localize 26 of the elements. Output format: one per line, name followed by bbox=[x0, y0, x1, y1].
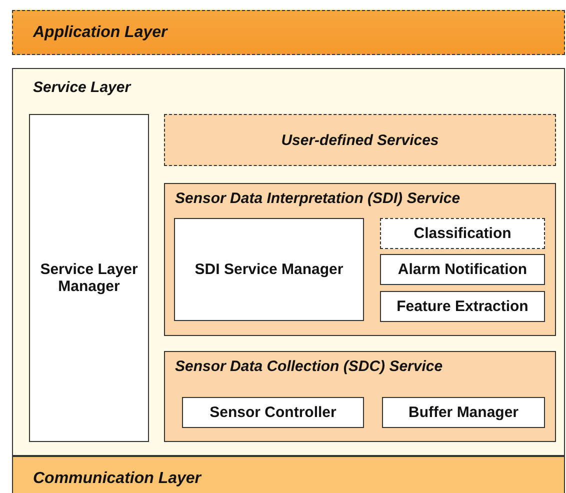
panel-title: Sensor Data Interpretation (SDI) Service bbox=[175, 190, 460, 207]
component-box bbox=[380, 291, 545, 322]
box-label: SDI Service Manager bbox=[194, 261, 344, 278]
component-box bbox=[182, 397, 364, 428]
panel-title: Communication Layer bbox=[33, 470, 202, 488]
panel-title: Application Layer bbox=[33, 24, 168, 42]
service-panel bbox=[164, 183, 556, 336]
layer-panel bbox=[12, 68, 565, 456]
panel-title: Service Layer bbox=[33, 79, 131, 96]
layer-band bbox=[12, 456, 565, 493]
panel-title: Sensor Data Collection (SDC) Service bbox=[175, 358, 443, 375]
component-box bbox=[29, 114, 149, 442]
service-panel bbox=[164, 351, 556, 442]
box-label: Alarm Notification bbox=[398, 261, 528, 278]
box-label: Sensor Controller bbox=[210, 404, 336, 421]
box-label: User-defined Services bbox=[281, 132, 439, 148]
box-label: Service Layer Manager bbox=[39, 261, 139, 295]
component-box bbox=[380, 218, 545, 249]
box-label: Buffer Manager bbox=[408, 404, 519, 421]
box-label: Classification bbox=[414, 225, 512, 242]
service-box bbox=[164, 114, 556, 166]
layer-band bbox=[12, 10, 565, 55]
component-box bbox=[382, 397, 545, 428]
component-box bbox=[174, 218, 364, 321]
box-label: Feature Extraction bbox=[396, 298, 528, 315]
component-box bbox=[380, 254, 545, 285]
